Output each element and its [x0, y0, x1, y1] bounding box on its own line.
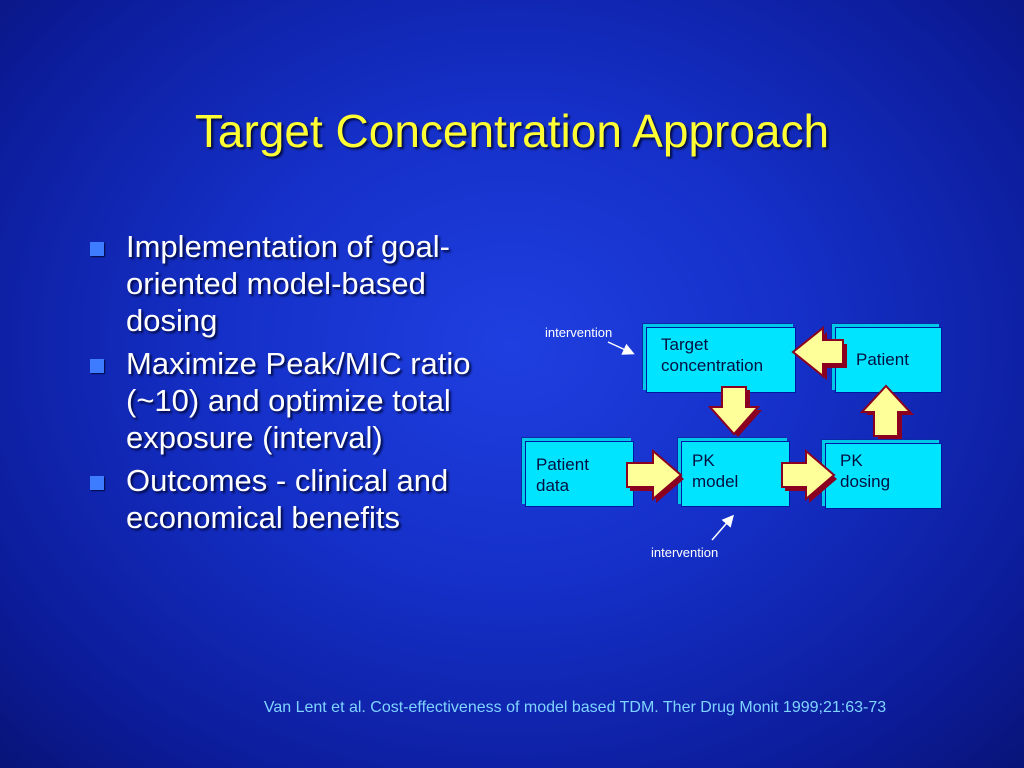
- bullet-text: Implementation of goal-oriented model-ba…: [126, 229, 450, 338]
- up-arrow-icon: [859, 384, 914, 439]
- bullet-item: Implementation of goal-oriented model-ba…: [90, 228, 520, 339]
- pk-model-label-2: model: [692, 472, 739, 491]
- right-arrow-icon: [781, 448, 837, 503]
- pk-model-box: PK model: [681, 441, 790, 507]
- pk-dosing-label-2: dosing: [840, 472, 891, 491]
- bullet-text: Maximize Peak/MIC ratio (~10) and optimi…: [126, 346, 471, 455]
- bullet-text: Outcomes - clinical and economical benef…: [126, 463, 449, 535]
- square-bullet-icon: [90, 476, 104, 490]
- left-arrow-icon: [791, 325, 847, 380]
- slide-title: Target Concentration Approach: [194, 105, 830, 157]
- bullet-item: Outcomes - clinical and economical benef…: [90, 462, 520, 536]
- intervention-label-bottom: intervention: [651, 545, 719, 560]
- pk-dosing-box: PK dosing: [825, 443, 942, 509]
- citation: Van Lent et al. Cost-effectiveness of mo…: [263, 699, 887, 716]
- target-concentration-label-1: Target: [661, 335, 709, 354]
- patient-label: Patient: [856, 350, 909, 369]
- patient-data-label-2: data: [536, 476, 570, 495]
- right-arrow-icon: [626, 448, 684, 503]
- patient-box: Patient: [835, 327, 942, 393]
- square-bullet-icon: [90, 242, 104, 256]
- target-concentration-label-2: concentration: [661, 356, 764, 375]
- intervention-pointer-bottom: [711, 514, 734, 541]
- intervention-label-top: intervention: [545, 325, 613, 340]
- bullet-list: Implementation of goal-oriented model-ba…: [90, 228, 520, 542]
- patient-data-box: Patient data: [525, 441, 634, 507]
- intervention-pointer-top: [607, 341, 635, 355]
- pk-model-label-1: PK: [692, 451, 715, 470]
- patient-data-label-1: Patient: [536, 455, 589, 474]
- square-bullet-icon: [90, 359, 104, 373]
- pk-dosing-label-1: PK: [840, 451, 863, 470]
- target-concentration-box: Target concentration: [646, 327, 796, 393]
- down-arrow-icon: [707, 386, 762, 437]
- bullet-item: Maximize Peak/MIC ratio (~10) and optimi…: [90, 345, 520, 456]
